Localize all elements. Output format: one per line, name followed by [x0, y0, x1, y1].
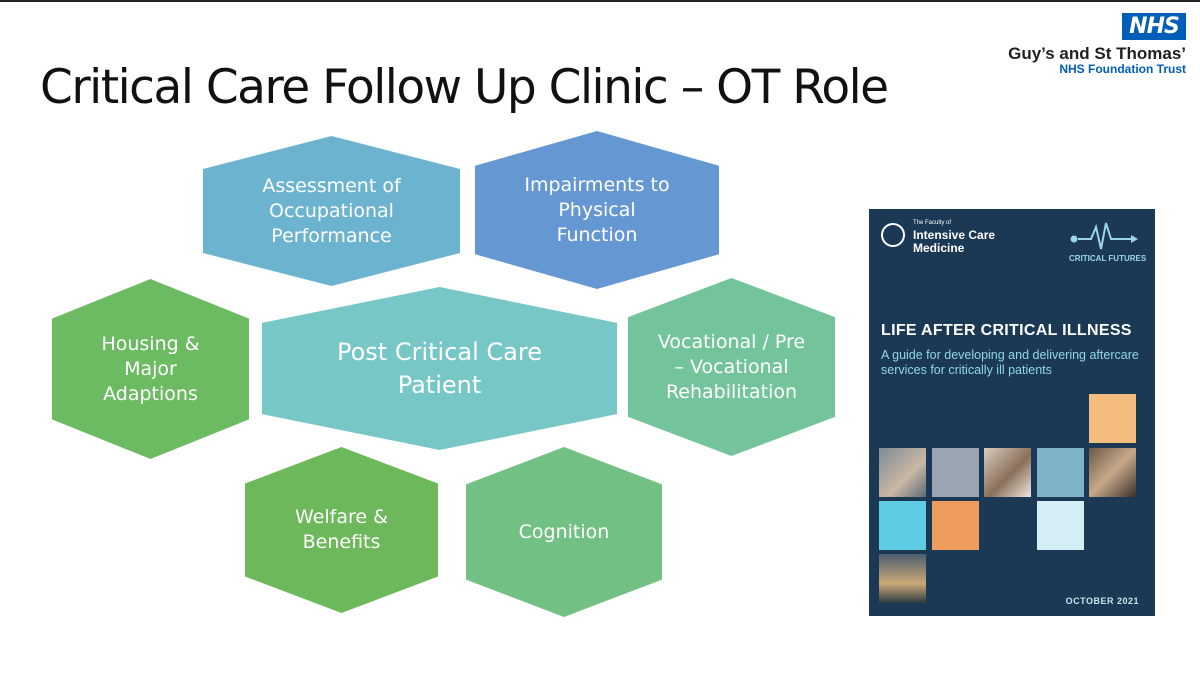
hex-label: Impairments to Physical Function [524, 173, 670, 246]
hex-label: Welfare & Benefits [295, 506, 388, 553]
cover-title: LIFE AFTER CRITICAL ILLNESS [881, 322, 1132, 339]
cover-photo-tile [879, 554, 926, 603]
nhs-logo: NHS [1122, 13, 1186, 40]
cover-date: OCTOBER 2021 [1065, 596, 1139, 606]
hex-cognition: Cognition [466, 447, 662, 617]
faculty-name: Intensive Care Medicine [913, 228, 996, 255]
trust-name: Guy’s and St Thomas’ [1008, 44, 1186, 63]
faculty-small-label: The Faculty of [913, 220, 952, 226]
cover-subtitle: A guide for developing and delivering af… [881, 348, 1139, 377]
hex-vocational-rehabilitation: Vocational / Pre – Vocational Rehabilita… [628, 278, 835, 456]
ficm-logo-icon [881, 223, 905, 247]
hex-post-critical-care-patient: Post Critical Care Patient [262, 287, 617, 450]
slide-title: Critical Care Follow Up Clinic – OT Role [40, 60, 889, 115]
hex-assessment-occupational-performance: Assessment of Occupational Performance [203, 136, 460, 286]
cover-photo-tile [879, 448, 926, 497]
hex-welfare-benefits: Welfare & Benefits [245, 447, 438, 613]
hex-impairments-physical-function: Impairments to Physical Function [475, 131, 719, 289]
hex-label: Post Critical Care Patient [337, 337, 542, 399]
cover-tile [932, 501, 979, 550]
cover-tile [1037, 448, 1084, 497]
cover-tile [879, 501, 926, 550]
pulse-line-icon [1070, 222, 1138, 250]
trust-subtitle: NHS Foundation Trust [1059, 62, 1186, 76]
hex-housing-major-adaptions: Housing & Major Adaptions [52, 279, 249, 459]
cover-tile [932, 448, 979, 497]
cover-tile [1089, 394, 1136, 443]
hex-label: Assessment of Occupational Performance [262, 174, 401, 247]
cover-tile [1037, 501, 1084, 550]
hex-label: Vocational / Pre – Vocational Rehabilita… [657, 330, 806, 403]
report-cover: The Faculty of Intensive Care Medicine C… [869, 209, 1155, 616]
cover-photo-tile [1089, 448, 1136, 497]
top-border-line [0, 0, 1200, 2]
hex-label: Cognition [518, 520, 610, 543]
cover-photo-tile [984, 448, 1031, 497]
critical-futures-label: CRITICAL FUTURES [1069, 254, 1147, 263]
hex-label: Housing & Major Adaptions [101, 332, 200, 405]
